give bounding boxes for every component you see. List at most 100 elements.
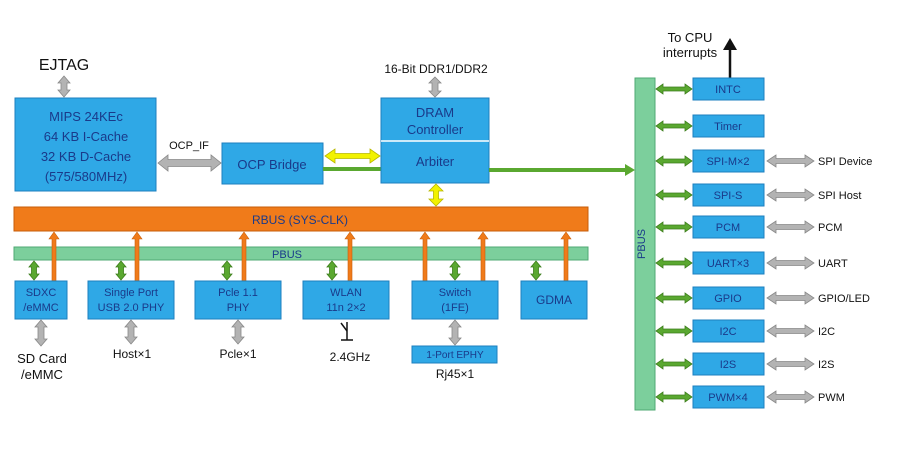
- gpio-block: [692, 286, 765, 310]
- spi-s-ext-label: SPI Host: [818, 190, 861, 202]
- wlan-line-1: WLAN: [330, 287, 362, 299]
- pcie-line-2: PHY: [227, 302, 250, 314]
- sdcard-line-2: /eMMC: [21, 367, 63, 382]
- arbiter-block: [380, 140, 490, 184]
- spi-m-2-label: SPI-M×2: [706, 156, 749, 168]
- timer-label: Timer: [714, 121, 742, 133]
- uart-3-block: [692, 251, 765, 275]
- pbus-h-bar: [13, 246, 589, 261]
- i2s-pbus-arrow: [655, 358, 693, 370]
- rbus-bar: [13, 206, 589, 232]
- yellow-double-arrow-h: [324, 148, 381, 164]
- pwm-4-block: [692, 385, 765, 409]
- uart-3-label: UART×3: [707, 258, 749, 270]
- i2c-pbus-arrow: [655, 325, 693, 337]
- dram-line-2: Controller: [407, 122, 464, 137]
- ejtag-double-arrow: [57, 75, 71, 98]
- sdxc-line-1: SDXC: [26, 287, 57, 299]
- pbus-periph-arrow-5: [449, 260, 461, 281]
- pcm-pbus-arrow: [655, 221, 693, 233]
- i2c-ext-label: I2C: [818, 326, 835, 338]
- ocp-bridge-block: [221, 142, 324, 185]
- cpu-line-4: (575/580MHz): [45, 169, 127, 184]
- pbus-v-label: PBUS: [636, 229, 648, 259]
- ocp-dram-arrow: [324, 148, 381, 164]
- dram-controller-block: [380, 97, 490, 142]
- i2s-label: I2S: [720, 359, 737, 371]
- gdma-label: GDMA: [536, 293, 572, 307]
- ocp-arbiter-link: [323, 167, 381, 171]
- pcie-line-1: Pcle 1.1: [218, 287, 258, 299]
- i2c-label: I2C: [719, 326, 736, 338]
- pcm-ext-arrow: [766, 220, 815, 234]
- usb-line-1: Single Port: [104, 287, 158, 299]
- i2s-block: [692, 352, 765, 376]
- i2s-ext-label: I2S: [818, 359, 835, 371]
- arbiter-pbus-arrow: [489, 164, 635, 176]
- ocp-if-double-arrow: [157, 154, 222, 172]
- pbus-block-gpio: GPIO GPIO/LED: [655, 286, 870, 310]
- spi-s-pbus-arrow: [655, 189, 693, 201]
- cpu-interrupts-line-2: interrupts: [663, 45, 718, 60]
- intc-pbus-arrow: [655, 83, 693, 95]
- intc-up-arrow: [723, 38, 737, 78]
- i2c-ext-arrow: [766, 324, 815, 338]
- switch-line-2: (1FE): [441, 302, 469, 314]
- gpio-ext-label: GPIO/LED: [818, 293, 870, 305]
- pbus-periph-arrow-1: [28, 260, 40, 281]
- cpu-line-1: MIPS 24KEc: [49, 109, 123, 124]
- pbus-periph-arrow-6: [530, 260, 542, 281]
- gpio-pbus-arrow: [655, 292, 693, 304]
- ocp-bridge-label: OCP Bridge: [237, 157, 306, 172]
- sdxc-block: [14, 280, 68, 320]
- cpu-line-2: 64 KB I-Cache: [44, 129, 129, 144]
- switch-ext-arrow: [448, 319, 462, 346]
- gpio-label: GPIO: [714, 293, 742, 305]
- uart-3-pbus-arrow: [655, 257, 693, 269]
- pbus-h-label: PBUS: [272, 249, 302, 261]
- pbus-block-i2c: I2C I2C: [655, 319, 835, 343]
- pcm-ext-label: PCM: [818, 222, 842, 234]
- dram-line-1: DRAM: [416, 105, 454, 120]
- pwm-4-ext-label: PWM: [818, 392, 845, 404]
- pcie-block: [194, 280, 282, 320]
- yellow-double-arrow-v: [428, 183, 444, 207]
- pbus-periph-arrow-3: [221, 260, 233, 281]
- gdma-block: [520, 280, 588, 320]
- spi-m-2-ext-arrow: [766, 154, 815, 168]
- pcie-ext-label: Pcle×1: [219, 347, 256, 361]
- pbus-block-timer: Timer: [655, 114, 765, 138]
- gpio-ext-arrow: [766, 291, 815, 305]
- usb-block: [87, 280, 175, 320]
- cpu-line-3: 32 KB D-Cache: [41, 149, 131, 164]
- wlan-block: [302, 280, 390, 320]
- spi-m-2-ext-label: SPI Device: [818, 156, 872, 168]
- pbus-periph-arrow-4: [326, 260, 338, 281]
- usb-ext-label: Host×1: [113, 347, 152, 361]
- ddr-label: 16-Bit DDR1/DDR2: [384, 62, 488, 76]
- pbus-block-pcm: PCM PCM: [655, 215, 842, 239]
- pwm-4-ext-arrow: [766, 390, 815, 404]
- cpu-interrupts-line-1: To CPU: [668, 30, 713, 45]
- pwm-4-pbus-arrow: [655, 391, 693, 403]
- pbus-block-spi-m-2: SPI-M×2 SPI Device: [655, 149, 872, 173]
- wlan-ext-label: 2.4GHz: [330, 350, 371, 364]
- rbus-label: RBUS (SYS-CLK): [252, 213, 348, 227]
- pbus-periph-arrow-2: [115, 260, 127, 281]
- i2s-ext-arrow: [766, 357, 815, 371]
- antenna-icon: [340, 322, 353, 341]
- wlan-line-2: 11n 2×2: [326, 302, 365, 314]
- sdcard-line-1: SD Card: [17, 351, 67, 366]
- arbiter-rbus-arrow: [428, 183, 444, 207]
- pbus-block-i2s: I2S I2S: [655, 352, 835, 376]
- pcie-ext-arrow: [231, 319, 245, 345]
- usb-line-2: USB 2.0 PHY: [98, 302, 165, 314]
- ddr-double-arrow: [428, 76, 442, 98]
- spi-s-label: SPI-S: [714, 190, 743, 202]
- pcm-label: PCM: [716, 222, 740, 234]
- arbiter-label: Arbiter: [416, 154, 455, 169]
- sdxc-ext-arrow: [34, 319, 48, 347]
